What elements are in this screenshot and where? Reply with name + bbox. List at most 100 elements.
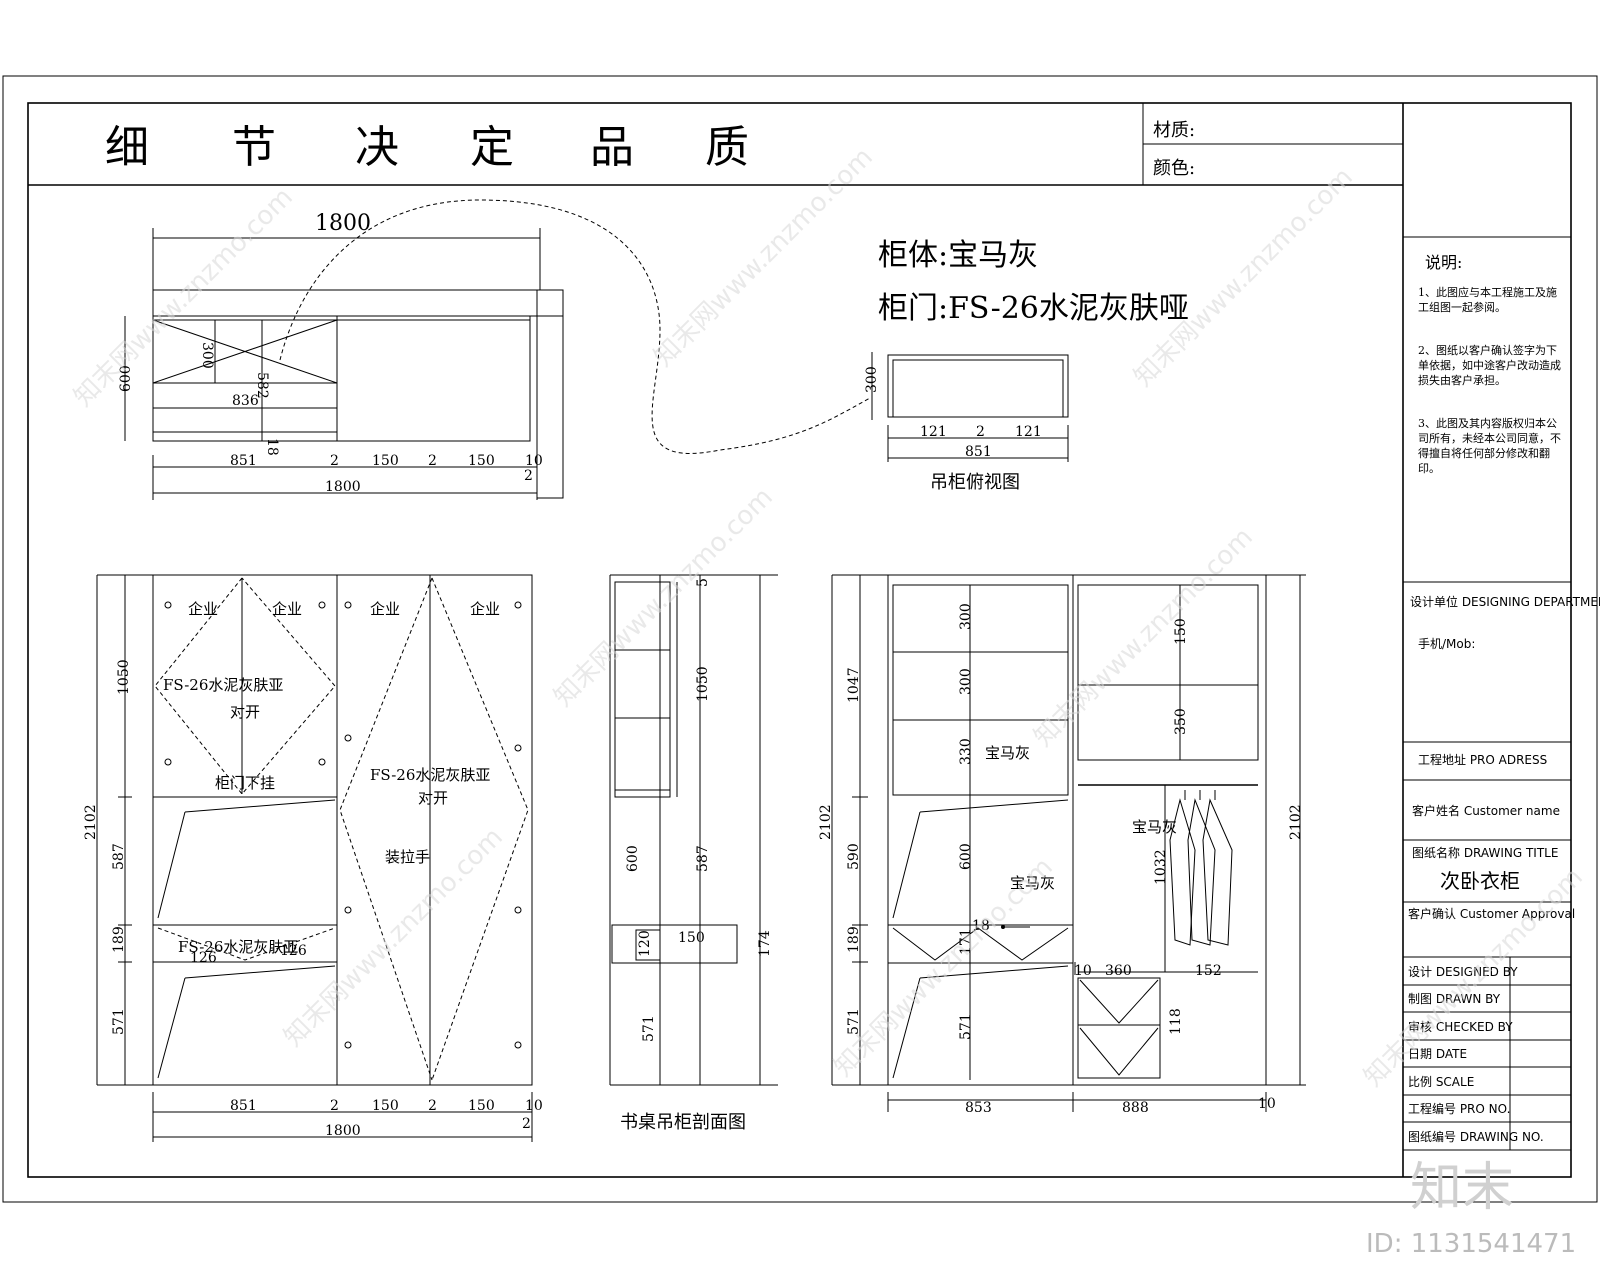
front-left-dim: 571	[111, 1008, 127, 1035]
front-bottom-dim: 2	[428, 1098, 437, 1114]
drawer-dim: 126	[190, 950, 217, 966]
tb-row: 审核 CHECKED BY	[1408, 1019, 1513, 1034]
interior-left-dim: 571	[846, 1008, 862, 1035]
front-bottom-dim: 10	[525, 1098, 543, 1114]
interior-left-dim: 1047	[846, 667, 862, 703]
interior-overall: 2102	[818, 804, 834, 840]
interior-left-dim: 189	[846, 926, 862, 953]
top-hang-total: 851	[965, 444, 992, 460]
drawer-text: FS-26水泥灰肤亚	[178, 938, 298, 956]
interior-view: 300 300 330 600 171 150 350 1032 360 152…	[818, 574, 1306, 1116]
tb-row: 设计 DESIGNED BY	[1408, 965, 1518, 979]
watermark: 知末网www.znzmo.com	[648, 142, 879, 373]
top-hang-dim: 2	[976, 424, 985, 440]
title-char: 品	[590, 122, 636, 173]
customer-confirm: 客户确认 Customer Approval	[1408, 906, 1575, 921]
wall-side	[536, 289, 564, 499]
watermark: 知末网www.znzmo.com	[1028, 522, 1259, 753]
title-char: 细	[105, 122, 151, 173]
interior-bottom-dim: 853	[965, 1100, 992, 1116]
plan-bottom-dim: 150	[372, 453, 399, 469]
plan-right-small: 2	[524, 468, 533, 484]
plan-bottom-dim: 150	[468, 453, 495, 469]
front-overall: 2102	[83, 804, 99, 840]
hanging-clothes-icon	[1169, 790, 1233, 946]
section-dim: 120	[637, 930, 653, 957]
image-id: ID: 1131541471	[1366, 1229, 1576, 1259]
interior-material-label: 宝马灰	[1010, 874, 1055, 892]
door-label: 企业	[370, 600, 400, 618]
interior-dim: 152	[1195, 963, 1222, 979]
plan-view: 1800 600 300 582 836 18 851 2 150 2 150 …	[118, 211, 564, 500]
interior-dim: 18	[972, 918, 990, 934]
interior-dim: 150	[1173, 618, 1189, 645]
notes-box: 1、此图应与本工程施工及施工组图一起参阅。 2、图纸以客户确认签字为下单依据，如…	[1418, 286, 1561, 475]
interior-right-overall: 2102	[1288, 804, 1304, 840]
phone-label: 手机/Mob:	[1418, 637, 1475, 651]
interior-dim: 118	[1168, 1008, 1184, 1035]
plan-cabinet	[152, 315, 531, 442]
plan-bottom-dim: 10	[525, 453, 543, 469]
note-item: 1、此图应与本工程施工及施工组图一起参阅。	[1418, 286, 1557, 314]
wall-hatch	[152, 289, 564, 317]
door-material-text: FS-26水泥灰肤亚	[370, 766, 490, 784]
interior-dim: 600	[958, 843, 974, 870]
interior-dim: 350	[1173, 708, 1189, 735]
interior-dim: 1032	[1153, 849, 1169, 885]
interior-dim: 300	[958, 668, 974, 695]
interior-dim: 571	[958, 1013, 974, 1040]
section-title: 书桌吊柜剖面图	[620, 1112, 746, 1133]
note-item: 3、此图及其内容版权归本公司所有，未经本公司同意，不得擅自将任何部分修改和翻印。	[1418, 417, 1561, 475]
watermark: 知末网www.znzmo.com	[1358, 862, 1589, 1093]
design-unit: 设计单位 DESIGNING DEPARTMENT	[1410, 594, 1600, 609]
plan-bottom-dim: 2	[330, 453, 339, 469]
front-bottom-dim: 2	[330, 1098, 339, 1114]
interior-bottom-dim: 888	[1122, 1100, 1149, 1116]
handle-label: 装拉手	[385, 848, 430, 866]
plan-dim-18: 18	[264, 438, 280, 456]
tb-row: 图纸编号 DRAWING NO.	[1408, 1129, 1544, 1144]
door-label: 企业	[470, 600, 500, 618]
section-dim: 587	[695, 845, 711, 872]
front-left-dim: 587	[111, 843, 127, 870]
interior-dim: 10	[1074, 963, 1092, 979]
drawing-name-label: 图纸名称 DRAWING TITLE	[1412, 845, 1558, 860]
project-address: 工程地址 PRO ADRESS	[1418, 752, 1547, 767]
interior-dim: 171	[958, 928, 974, 955]
cabinet-body-note: 柜体:宝马灰	[878, 238, 1038, 273]
section-view: 600 1050 587 150 120 174 571 5 书桌吊柜剖面图	[609, 574, 778, 1133]
front-view: 企业 企业 企业 企业 FS-26水泥灰肤亚 对开 FS-26水泥灰肤亚 对开 …	[83, 574, 543, 1142]
plan-dim-582: 582	[254, 372, 270, 399]
section-dim: 150	[678, 930, 705, 946]
header-title: 细 节 决 定 品 质	[105, 122, 751, 173]
title-char: 质	[705, 122, 751, 173]
section-dim: 174	[757, 930, 773, 957]
front-bottom-dim: 851	[230, 1098, 257, 1114]
front-bottom-dim: 150	[468, 1098, 495, 1114]
title-char: 节	[232, 122, 278, 173]
door-open-text: 对开	[230, 703, 260, 721]
hinge-label: 柜门下挂	[215, 774, 275, 792]
front-left-dim: 189	[111, 926, 127, 953]
interior-dim: 360	[1105, 963, 1132, 979]
plan-total: 1800	[325, 479, 361, 495]
watermark: 知末网www.znzmo.com	[1128, 162, 1359, 393]
outer-frame	[2, 75, 1598, 1203]
drawing-name: 次卧衣柜	[1440, 869, 1520, 893]
cabinet-door-note: 柜门:FS-26水泥灰肤哑	[878, 291, 1189, 326]
section-dim: 600	[625, 845, 641, 872]
plan-dim-836: 836	[232, 393, 259, 409]
interior-dim: 330	[958, 738, 974, 765]
notes-title: 说明:	[1425, 253, 1462, 272]
tb-row: 比例 SCALE	[1408, 1075, 1474, 1089]
tb-row: 制图 DRAWN BY	[1408, 992, 1501, 1006]
plan-dim-300: 300	[199, 342, 215, 369]
watermark: 知末网www.znzmo.com	[548, 482, 779, 713]
tb-row: 工程编号 PRO NO.	[1408, 1101, 1510, 1116]
color-label: 颜色:	[1153, 158, 1195, 179]
section-dim: 1050	[695, 666, 711, 702]
front-right-small: 2	[522, 1116, 531, 1132]
front-left-dim: 1050	[116, 659, 132, 695]
section-top: 5	[695, 578, 711, 587]
